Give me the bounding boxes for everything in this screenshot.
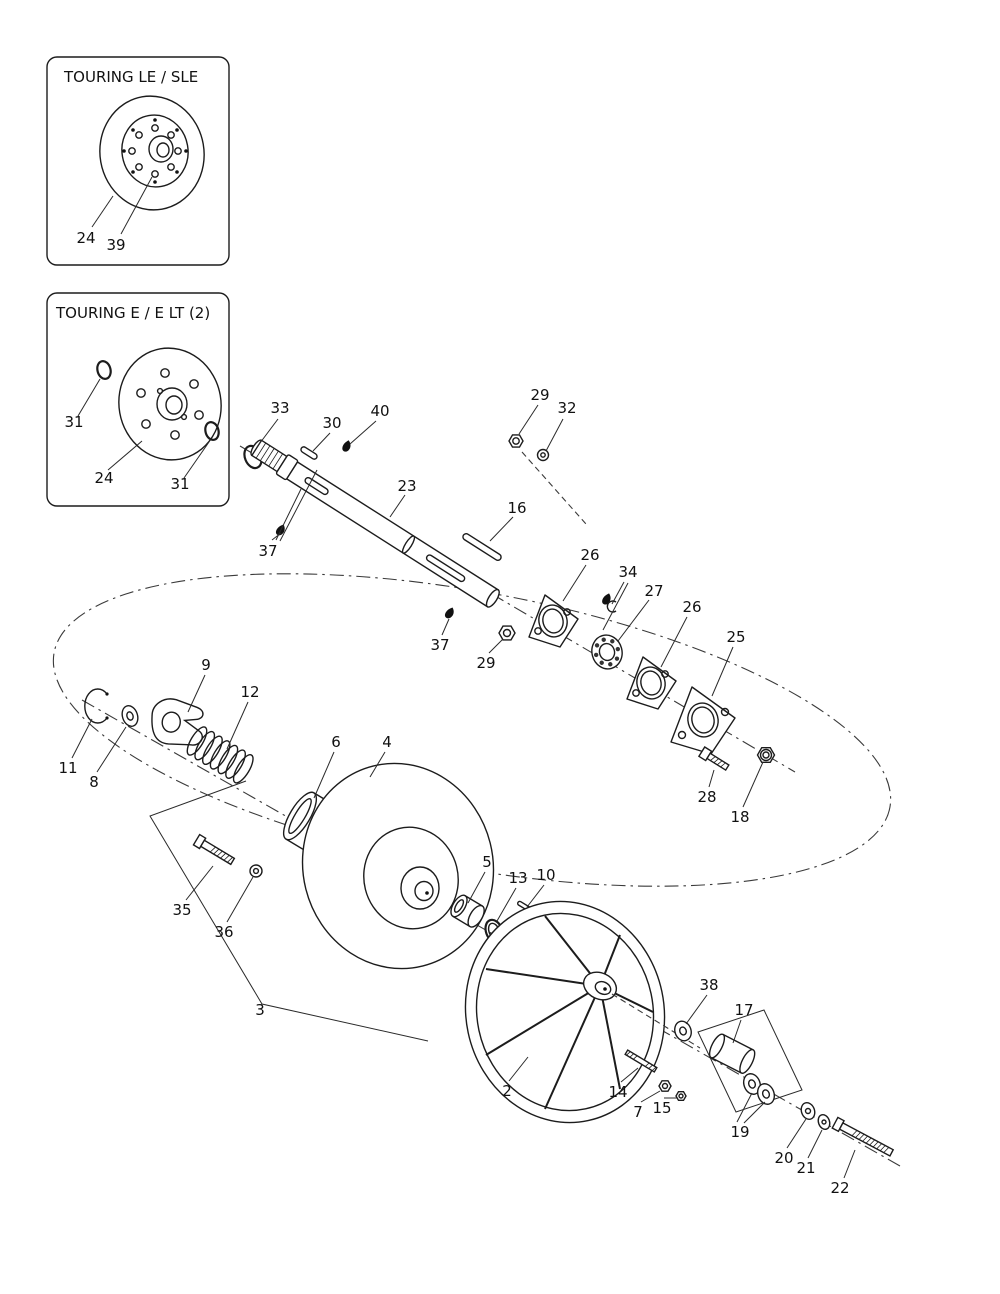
callout-37-upper: 37 xyxy=(258,542,277,560)
part-17-spacer xyxy=(708,1033,756,1074)
part-7-nut xyxy=(658,1080,672,1092)
callout-29-upper: 29 xyxy=(530,386,549,404)
part-12-spring xyxy=(186,726,254,784)
callout-14: 14 xyxy=(608,1083,627,1101)
part-32-washer xyxy=(536,448,550,462)
callout-31-box2-right: 31 xyxy=(170,475,189,493)
callout-7: 7 xyxy=(633,1103,643,1121)
callout-21: 21 xyxy=(796,1159,815,1177)
callout-24-box2: 24 xyxy=(94,469,113,487)
callout-22: 22 xyxy=(830,1179,849,1197)
callout-13: 13 xyxy=(508,869,527,887)
part-9-cam-hub xyxy=(151,698,204,746)
group-3-bracket xyxy=(149,780,429,1042)
callout-26-a: 26 xyxy=(580,546,599,564)
inset-title-e-elt: TOURING E / E LT (2) xyxy=(55,304,210,322)
callout-38: 38 xyxy=(699,976,718,994)
callout-8: 8 xyxy=(89,773,99,791)
part-29-nut-lower xyxy=(498,625,516,641)
group-19-frame xyxy=(697,1009,803,1113)
part-16-key xyxy=(462,532,502,562)
part-15-nut xyxy=(675,1091,687,1101)
part-22-bolt xyxy=(831,1116,895,1157)
lower-axis-centerline xyxy=(81,699,901,1167)
callout-31-box2-left: 31 xyxy=(64,413,83,431)
callout-33: 33 xyxy=(270,399,289,417)
callout-29-lower: 29 xyxy=(476,654,495,672)
pulley-disc-e-elt xyxy=(118,347,222,461)
part-37-screw-lower xyxy=(443,605,456,620)
callout-17: 17 xyxy=(734,1001,753,1019)
part-28-bolt xyxy=(697,746,730,772)
callout-9: 9 xyxy=(201,656,211,674)
pulley-disc-le-sle xyxy=(99,95,205,211)
part-18-nut xyxy=(756,746,776,764)
part-40-clip xyxy=(341,439,352,453)
callout-3: 3 xyxy=(255,1001,265,1019)
part-8-washer xyxy=(121,705,139,727)
callout-20: 20 xyxy=(774,1149,793,1167)
part-2-outer-sheave xyxy=(464,900,666,1124)
callout-19: 19 xyxy=(730,1123,749,1141)
callout-10: 10 xyxy=(536,866,555,884)
part-3-inner-sheave xyxy=(301,762,495,970)
callout-28: 28 xyxy=(697,788,716,806)
callout-36: 36 xyxy=(214,923,233,941)
part-11-snap-ring xyxy=(84,688,109,724)
callout-12: 12 xyxy=(240,683,259,701)
callout-2: 2 xyxy=(502,1082,512,1100)
part-30-key xyxy=(300,446,318,460)
part-14-stud xyxy=(624,1049,658,1073)
callout-4: 4 xyxy=(382,733,392,751)
oring-31-right xyxy=(204,421,220,441)
callout-34: 34 xyxy=(618,563,637,581)
leader-lines xyxy=(71,404,856,1179)
callout-39-box1: 39 xyxy=(106,236,125,254)
callout-5: 5 xyxy=(482,853,492,871)
callout-40: 40 xyxy=(370,402,389,420)
inset-title-le-sle: TOURING LE / SLE xyxy=(63,68,198,86)
callout-30: 30 xyxy=(322,414,341,432)
callout-25: 25 xyxy=(726,628,745,646)
callout-35: 35 xyxy=(172,901,191,919)
callout-23: 23 xyxy=(397,477,416,495)
part-26-flange-a xyxy=(528,594,579,648)
nut-washer-dashed-leader xyxy=(521,451,587,525)
part-38-washer xyxy=(674,1020,692,1042)
part-20-washer xyxy=(800,1102,816,1120)
part-29-nut-upper xyxy=(508,434,524,448)
inset-box-touring-le-sle: TOURING LE / SLE 24 39 xyxy=(46,56,230,266)
callout-18: 18 xyxy=(730,808,749,826)
part-25-flange xyxy=(670,686,736,755)
part-27-bearing xyxy=(591,634,623,670)
callout-37-lower: 37 xyxy=(430,636,449,654)
callout-24-box1: 24 xyxy=(76,229,95,247)
part-35-bolt xyxy=(192,833,236,866)
callout-26-b: 26 xyxy=(682,598,701,616)
callout-15: 15 xyxy=(652,1099,671,1117)
callout-6: 6 xyxy=(331,733,341,751)
callout-labels: 33 30 40 29 32 23 16 37 26 34 27 26 25 3… xyxy=(58,386,849,1197)
callout-11: 11 xyxy=(58,759,77,777)
part-21-washer xyxy=(817,1114,831,1130)
part-36-washer xyxy=(249,864,263,878)
part-5-bushing xyxy=(450,894,485,928)
callout-16: 16 xyxy=(507,499,526,517)
inset-box-touring-e-elt: TOURING E / E LT (2) 31 24 31 xyxy=(46,292,230,507)
callout-27: 27 xyxy=(644,582,663,600)
sheave-hub-dashed-axis xyxy=(611,993,701,1049)
callout-32: 32 xyxy=(557,399,576,417)
part-23-shaft xyxy=(250,439,500,608)
oring-31-left xyxy=(96,360,112,380)
part-19-washers xyxy=(742,1073,776,1105)
part-26-flange-b xyxy=(626,656,677,710)
